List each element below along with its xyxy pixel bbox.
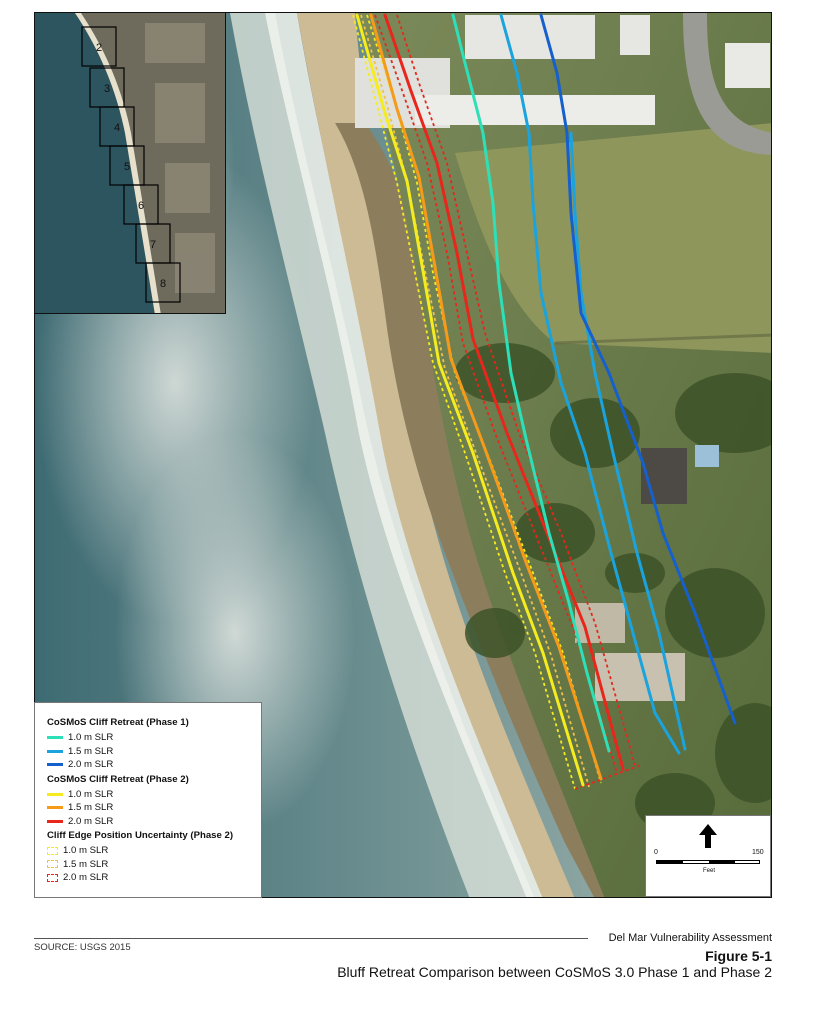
legend-line-swatch bbox=[47, 749, 63, 753]
legend-item-label: 1.5 m SLR bbox=[68, 745, 114, 757]
legend-item: 1.0 m SLR bbox=[47, 844, 261, 858]
inset-tile-labels: 2 3 4 5 6 7 8 bbox=[96, 42, 166, 290]
legend-item: 1.5 m SLR bbox=[47, 858, 261, 872]
inset-urban-texture bbox=[145, 23, 215, 293]
legend-item: 1.5 m SLR bbox=[47, 745, 261, 759]
source-credit: SOURCE: USGS 2015 bbox=[34, 942, 131, 953]
legend-phase2-title: CoSMoS Cliff Retreat (Phase 2) bbox=[47, 773, 189, 785]
buildings bbox=[355, 15, 770, 701]
path bbox=[554, 333, 771, 345]
legend-item: 1.5 m SLR bbox=[47, 801, 261, 815]
phase1-1-0-line bbox=[451, 13, 611, 753]
surf-zone bbox=[230, 13, 535, 897]
map-legend: CoSMoS Cliff Retreat (Phase 1) 1.0 m SLR… bbox=[34, 702, 262, 898]
figure-number: Figure 5-1 bbox=[705, 948, 772, 964]
inset-shoreline bbox=[75, 13, 161, 313]
legend-dashed-swatch bbox=[47, 846, 58, 855]
inset-tile-frame bbox=[145, 262, 181, 303]
legend-dashed-swatch bbox=[47, 860, 58, 869]
scale-bar-segment bbox=[735, 861, 759, 863]
phase1-1-5-line-b bbox=[569, 131, 687, 751]
legend-uncertainty-title: Cliff Edge Position Uncertainty (Phase 2… bbox=[47, 830, 234, 841]
inset-tile-label: 2 bbox=[96, 42, 102, 54]
breaking-waves bbox=[265, 13, 553, 897]
legend-item-label: 1.0 m SLR bbox=[63, 845, 109, 857]
legend-item-label: 2.0 m SLR bbox=[63, 872, 109, 884]
legend-line-swatch bbox=[47, 792, 63, 796]
phase1-2-0-line bbox=[539, 13, 737, 725]
footer-divider bbox=[34, 938, 588, 939]
phase2-1-5-line bbox=[369, 13, 603, 781]
legend-item-label: 1.5 m SLR bbox=[63, 858, 109, 870]
legend-dashed-swatch bbox=[47, 873, 58, 882]
beach-sand bbox=[297, 13, 575, 897]
bluff-face bbox=[335, 123, 635, 897]
inset-tile-label: 5 bbox=[124, 161, 130, 173]
legend-item: 2.0 m SLR bbox=[47, 871, 261, 885]
phase2-2-0-line bbox=[383, 13, 625, 771]
phase2-1-0-line bbox=[355, 13, 585, 787]
phase1-lines bbox=[451, 13, 737, 755]
figure-caption: Bluff Retreat Comparison between CoSMoS … bbox=[337, 964, 772, 980]
phase1-1-5-line bbox=[499, 13, 681, 755]
inset-tile-frame bbox=[81, 26, 117, 67]
inset-tile-label: 8 bbox=[160, 278, 166, 290]
inset-tiles bbox=[81, 26, 181, 303]
legend-line-swatch bbox=[47, 763, 63, 767]
north-arrow-icon bbox=[699, 824, 717, 848]
scale-bar-segment bbox=[683, 861, 709, 863]
inset-tile-label: 3 bbox=[104, 83, 110, 95]
tree-canopy bbox=[455, 343, 771, 833]
legend-item: 1.0 m SLR bbox=[47, 731, 261, 745]
scale-min-label: 0 bbox=[654, 849, 658, 856]
scale-and-north-panel: 0 150 Feet bbox=[645, 815, 771, 897]
uncertainty-1-0-edge-a bbox=[352, 14, 576, 790]
uncertainty-2-0-edge-b bbox=[396, 14, 636, 766]
legend-item: 2.0 m SLR bbox=[47, 815, 261, 829]
inset-locator-map: 2 3 4 5 6 7 8 bbox=[34, 12, 226, 314]
legend-item: 2.0 m SLR bbox=[47, 758, 261, 772]
inset-tile-label: 6 bbox=[138, 200, 144, 212]
legend-line-swatch bbox=[47, 819, 63, 823]
open-field bbox=[455, 123, 771, 353]
legend-item-label: 2.0 m SLR bbox=[68, 759, 114, 771]
scale-unit-label: Feet bbox=[702, 868, 715, 874]
legend-item-label: 1.5 m SLR bbox=[68, 802, 114, 814]
phase2-lines bbox=[355, 13, 625, 787]
legend-line-swatch bbox=[47, 806, 63, 810]
report-title: Del Mar Vulnerability Assessment bbox=[608, 932, 772, 944]
inset-tile-label: 4 bbox=[114, 122, 120, 134]
inset-canvas: 2 3 4 5 6 7 8 bbox=[35, 13, 225, 313]
legend-item: 1.0 m SLR bbox=[47, 788, 261, 802]
legend-item-label: 2.0 m SLR bbox=[68, 815, 114, 827]
legend-line-swatch bbox=[47, 736, 63, 740]
legend-item-label: 1.0 m SLR bbox=[68, 788, 114, 800]
legend-item-label: 1.0 m SLR bbox=[68, 732, 114, 744]
inset-tile-label: 7 bbox=[150, 239, 156, 251]
legend-phase1-title: CoSMoS Cliff Retreat (Phase 1) bbox=[47, 717, 189, 728]
scale-bar bbox=[656, 860, 760, 864]
road bbox=[683, 13, 771, 155]
scale-max-label: 150 bbox=[752, 849, 764, 856]
